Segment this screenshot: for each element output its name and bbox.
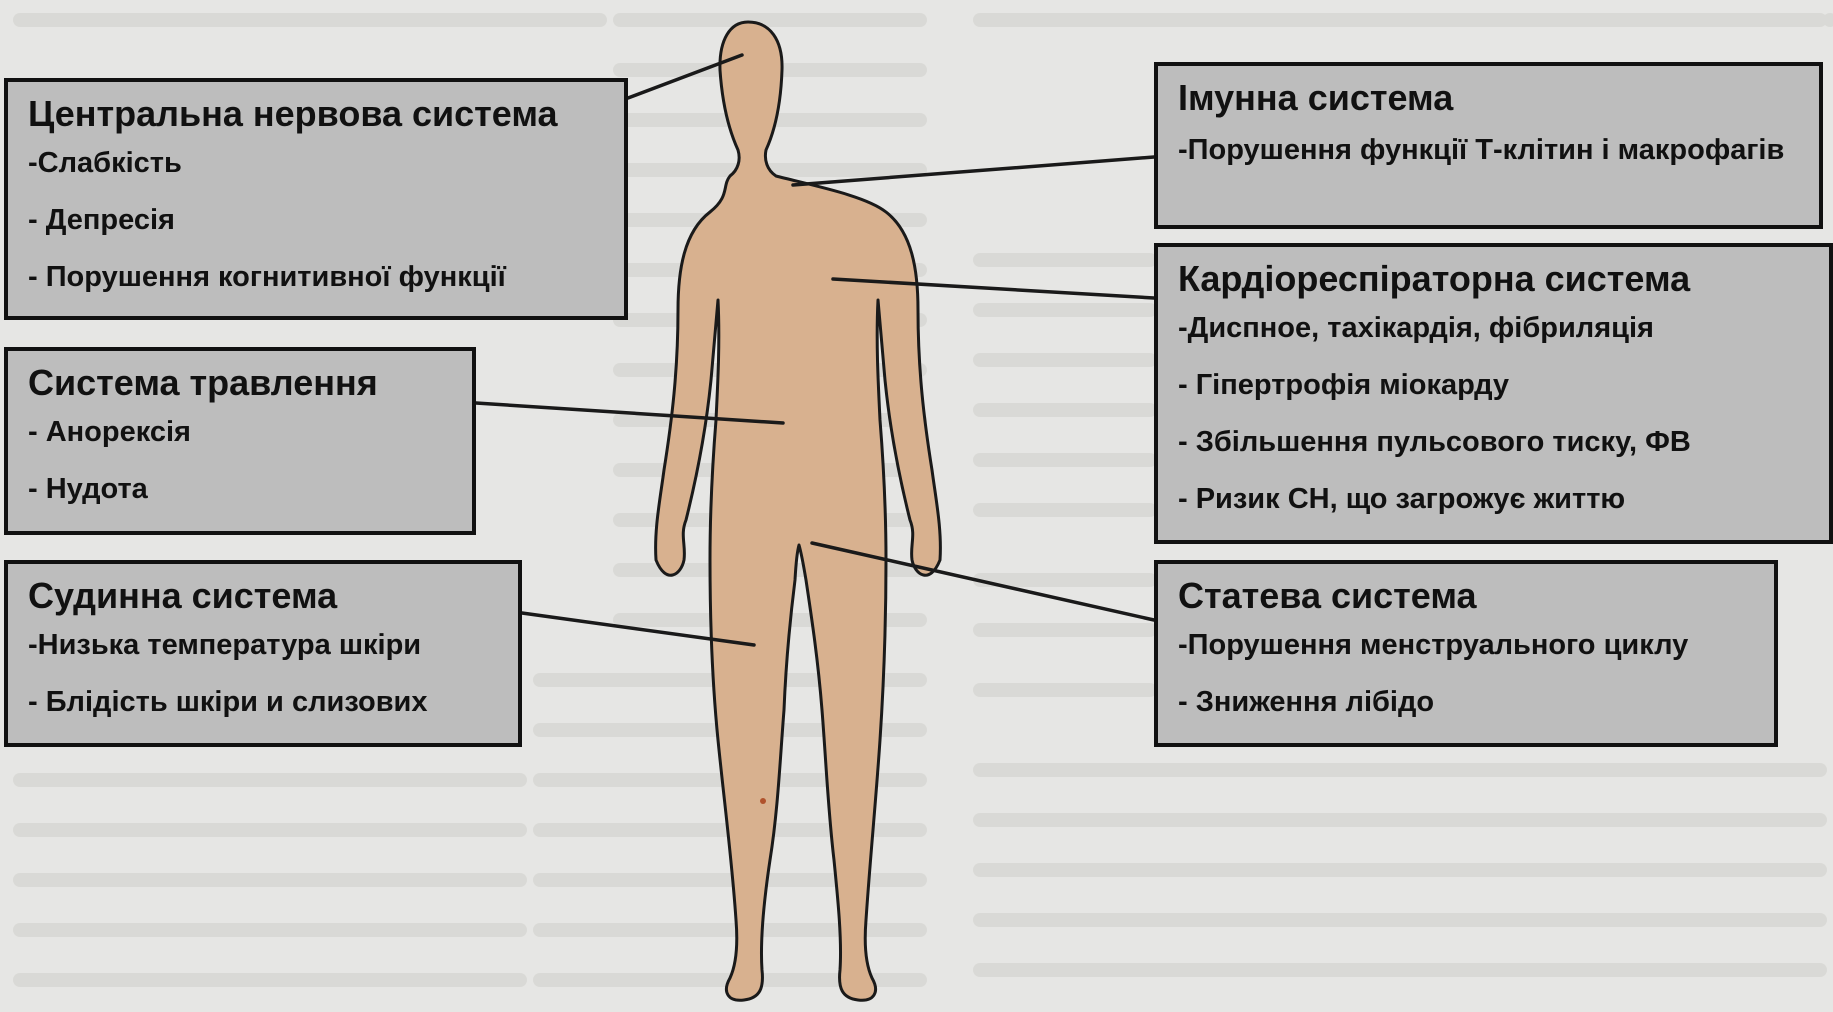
vascular-item: -Низька температура шкіри xyxy=(28,628,518,663)
cardio-title: Кардіореспіраторна система xyxy=(1178,257,1829,301)
cns-item: -Слабкість xyxy=(28,146,624,181)
cns-item: - Депресія xyxy=(28,203,624,238)
human-body-silhouette xyxy=(656,22,941,1000)
vascular-title: Судинна система xyxy=(28,574,518,618)
reproductive-item: -Порушення менструального циклу xyxy=(1178,628,1774,663)
reproductive-info-box: Статева система -Порушення менструальног… xyxy=(1154,560,1778,747)
leader-line-immune xyxy=(793,157,1154,185)
reproductive-title: Статева система xyxy=(1178,574,1774,618)
immune-title: Імунна система xyxy=(1178,76,1819,120)
cardio-item: - Збільшення пульсового тиску, ФВ xyxy=(1178,425,1829,460)
digestive-item: - Анорексія xyxy=(28,415,472,450)
cardio-info-box: Кардіореспіраторна система -Диспное, тах… xyxy=(1154,243,1833,544)
cardio-item: - Гіпертрофія міокарду xyxy=(1178,368,1829,403)
digestive-title: Система травлення xyxy=(28,361,472,405)
reproductive-item: - Зниження лібідо xyxy=(1178,685,1774,720)
cardio-item: -Диспное, тахікардія, фібриляція xyxy=(1178,311,1829,346)
cns-title: Центральна нервова система xyxy=(28,92,624,136)
digestive-info-box: Система травлення - Анорексія - Нудота xyxy=(4,347,476,535)
cardio-item: - Ризик СН, що загрожує життю xyxy=(1178,482,1829,517)
vascular-item: - Блідість шкіри и слизових xyxy=(28,685,518,720)
immune-item: -Порушення функції Т-клітин і макрофагів xyxy=(1178,130,1819,170)
cns-item: - Порушення когнитивної функції xyxy=(28,260,624,295)
skin-mark xyxy=(760,798,766,804)
immune-info-box: Імунна система -Порушення функції Т-кліт… xyxy=(1154,62,1823,229)
vascular-info-box: Судинна система -Низька температура шкір… xyxy=(4,560,522,747)
cns-info-box: Центральна нервова система -Слабкість - … xyxy=(4,78,628,320)
digestive-item: - Нудота xyxy=(28,472,472,507)
